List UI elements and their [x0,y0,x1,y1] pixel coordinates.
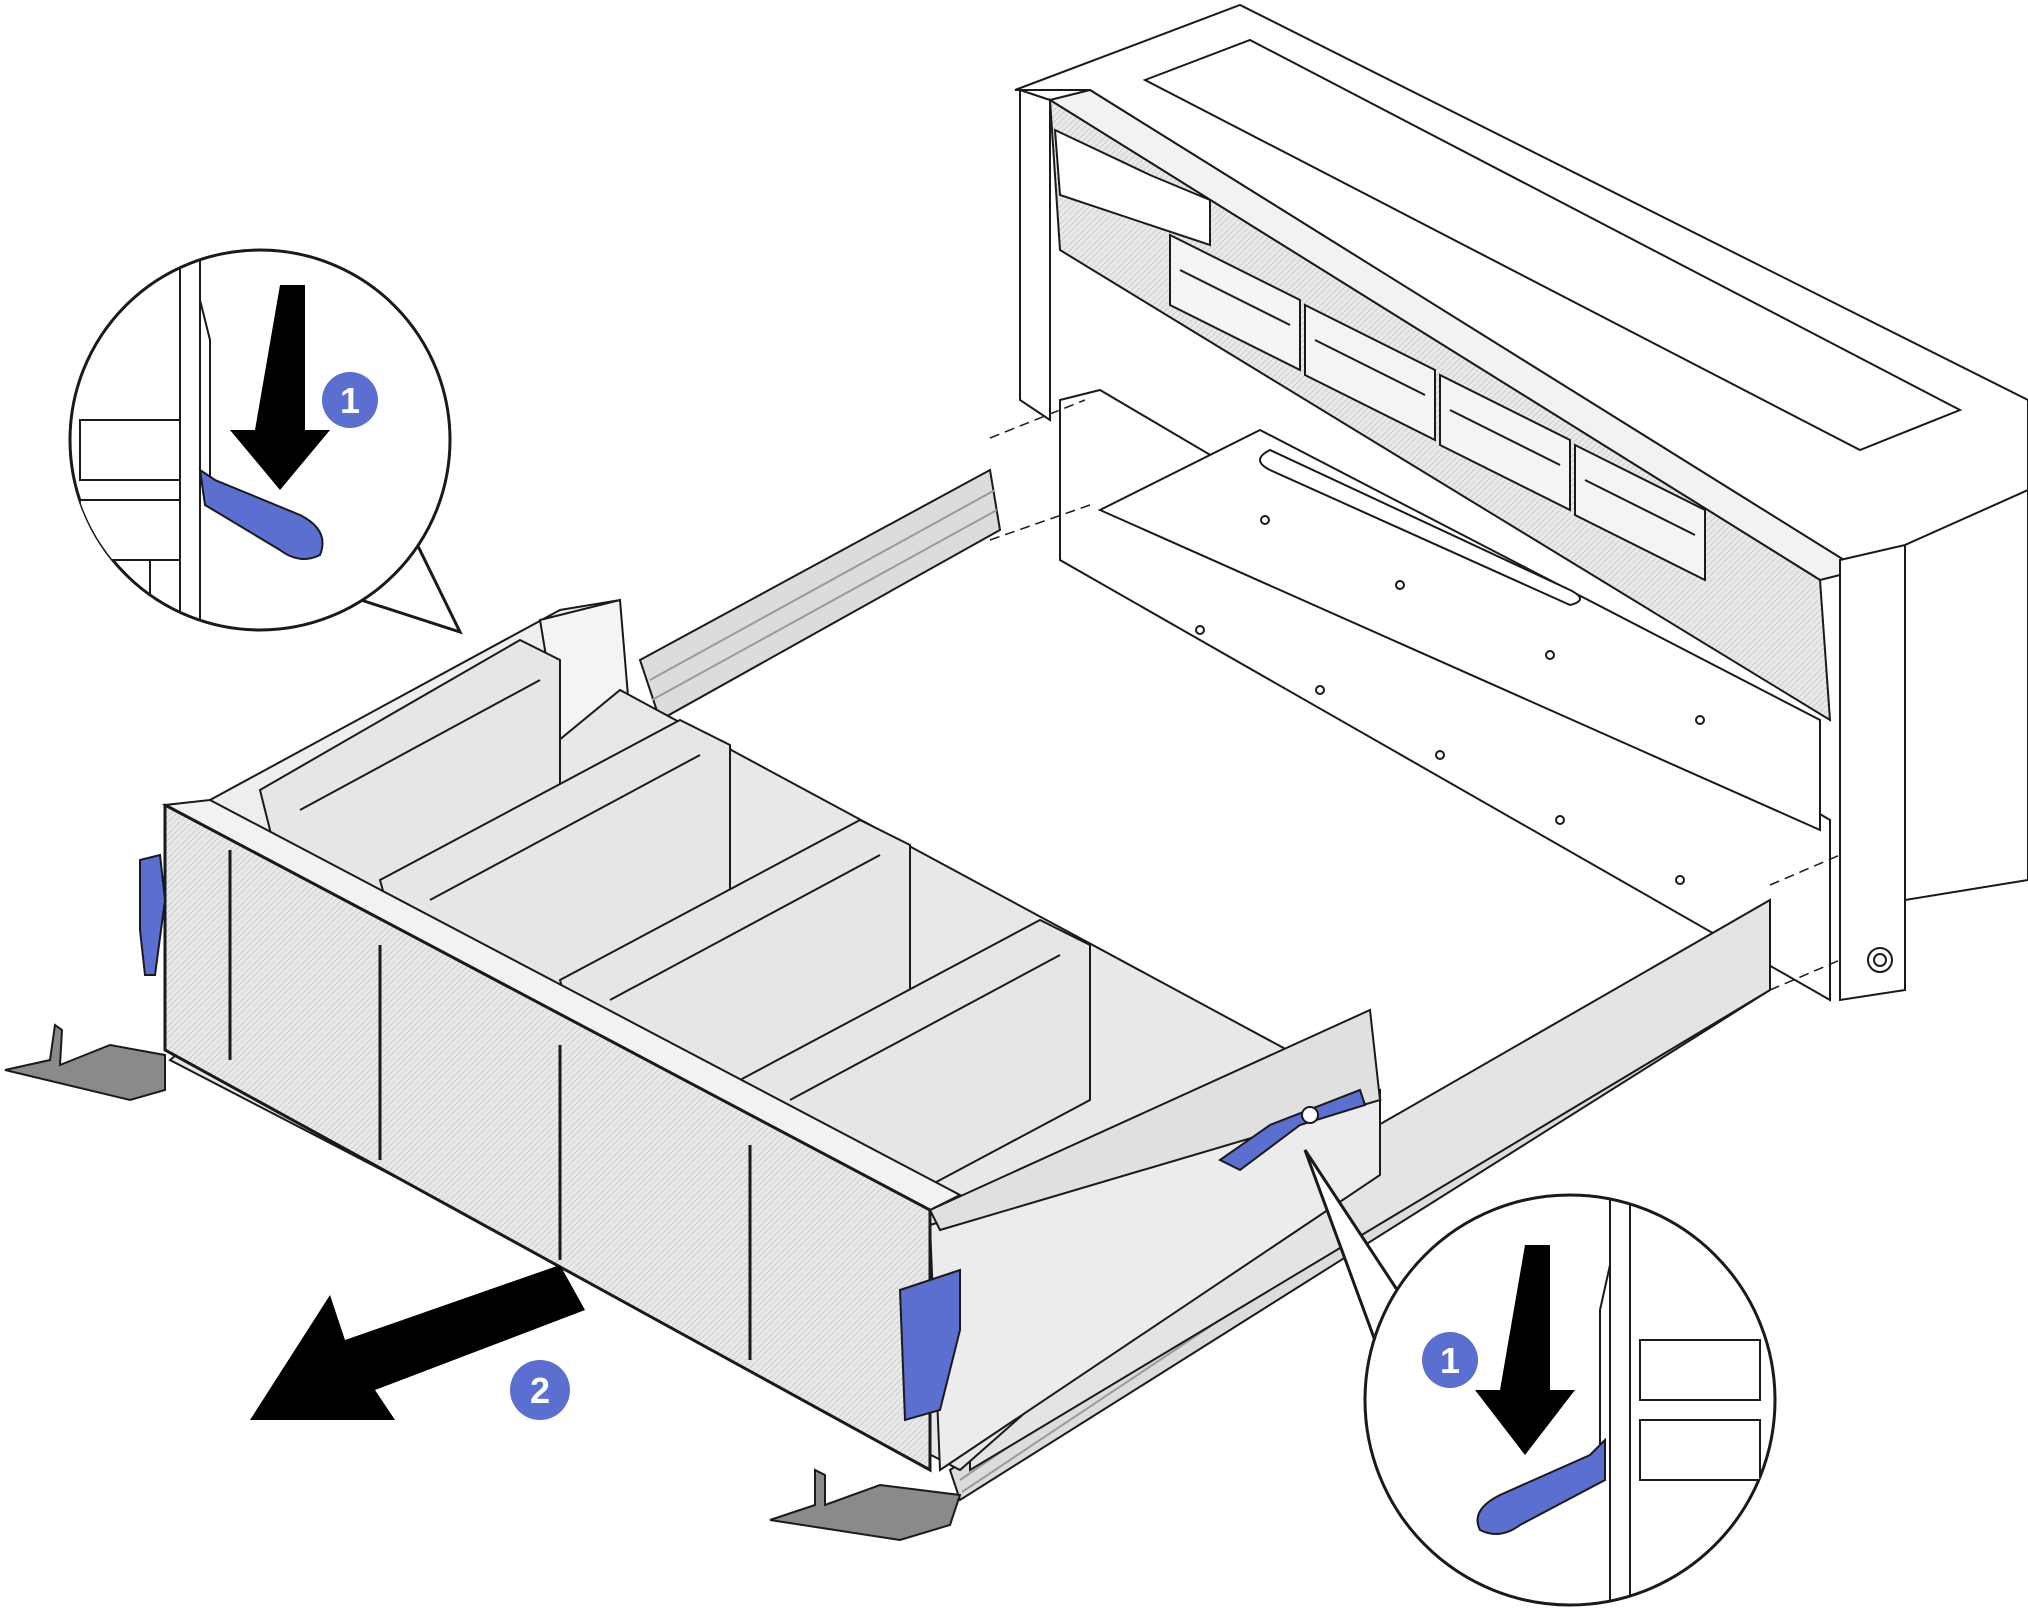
step-badge-1-right: 1 [1422,1332,1478,1388]
slide-rails [638,468,1771,1502]
step-badge-1-left: 1 [322,372,378,428]
step-badge-2: 2 [510,1360,570,1420]
step-number-2: 2 [530,1370,550,1411]
cage-handles [4,1023,962,1542]
cage-release-latches [139,853,1367,1422]
callout-right: 1 [1303,1149,1777,1607]
fan-cage [161,598,1382,1473]
down-arrow-icon [230,285,330,490]
step-number-1-left: 1 [340,380,360,421]
alignment-guides [989,399,1841,991]
callout-left: 1 [68,248,463,635]
left-arrow-icon [250,1265,585,1420]
chassis-holes [1195,515,1705,885]
server-chassis [1014,3,2028,1002]
step-number-1-right: 1 [1440,1340,1460,1381]
down-arrow-icon [1475,1245,1575,1455]
